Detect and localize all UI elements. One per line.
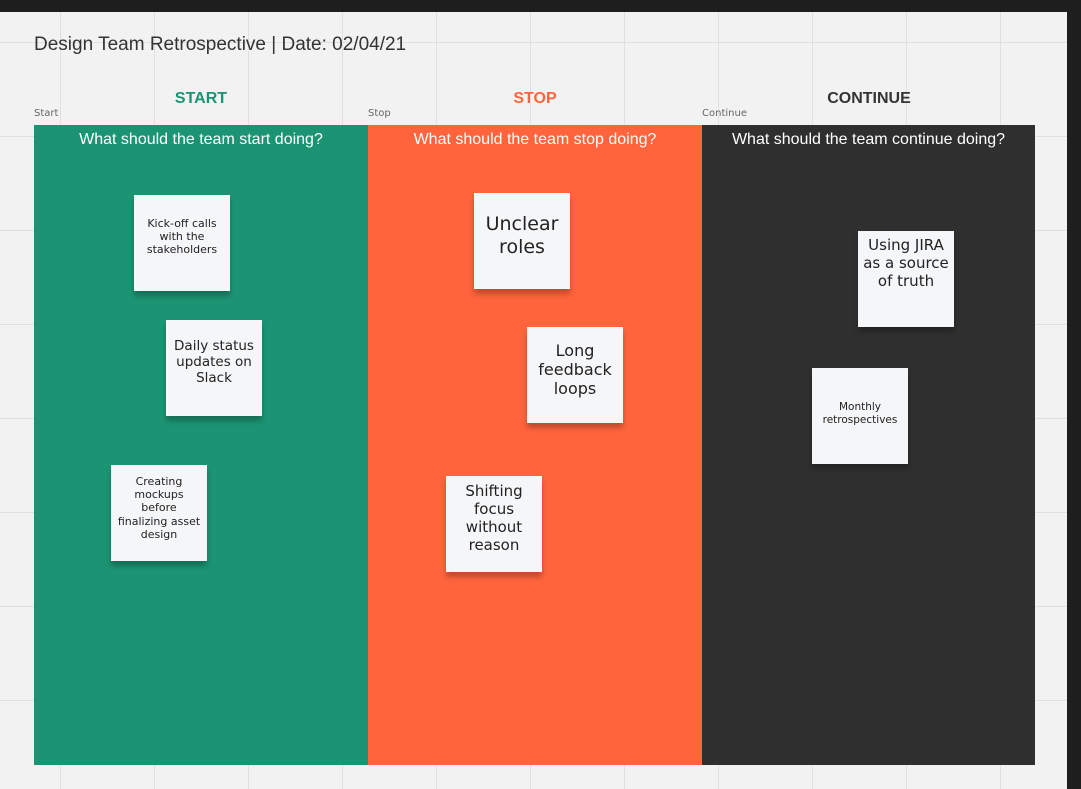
sticky-note[interactable]: Kick-off calls with the stakeholders [134,195,230,291]
frame-label-start[interactable]: Start [34,108,59,119]
stop-column[interactable]: What should the team stop doing? Unclear… [368,125,702,765]
continue-column[interactable]: What should the team continue doing? Usi… [702,125,1035,765]
whiteboard-canvas[interactable]: Design Team Retrospective | Date: 02/04/… [0,12,1067,789]
start-column[interactable]: What should the team start doing? Kick-o… [34,125,368,765]
heading-continue[interactable]: CONTINUE [827,90,911,107]
sticky-note-text: Monthly retrospectives [822,401,898,426]
heading-stop[interactable]: STOP [513,90,557,107]
continue-question[interactable]: What should the team continue doing? [731,131,1006,148]
sticky-note-text: Long feedback loops [538,341,612,399]
sticky-note[interactable]: Unclear roles [474,193,570,289]
sticky-note-text: Creating mockups before finalizing asset… [117,475,201,541]
sticky-note-text: Daily status updates on Slack [174,338,254,387]
frame-label-stop[interactable]: Stop [368,108,391,119]
board-title: Design Team Retrospective | Date: 02/04/… [34,34,407,55]
start-question[interactable]: What should the team start doing? [79,131,323,148]
heading-start[interactable]: START [174,90,228,107]
sticky-note[interactable]: Monthly retrospectives [812,368,908,464]
sticky-note[interactable]: Using JIRA as a source of truth [858,231,954,327]
sticky-note[interactable]: Daily status updates on Slack [166,320,262,416]
sticky-note-text: Unclear roles [485,213,559,258]
sticky-note[interactable]: Creating mockups before finalizing asset… [111,465,207,561]
sticky-note-text: Using JIRA as a source of truth [863,236,949,290]
sticky-note-text: Kick-off calls with the stakeholders [146,217,218,257]
frame-label-continue[interactable]: Continue [702,108,747,119]
sticky-note-text: Shifting focus without reason [465,482,523,554]
sticky-note[interactable]: Long feedback loops [527,327,623,423]
sticky-note[interactable]: Shifting focus without reason [446,476,542,572]
stop-question[interactable]: What should the team stop doing? [413,131,657,148]
